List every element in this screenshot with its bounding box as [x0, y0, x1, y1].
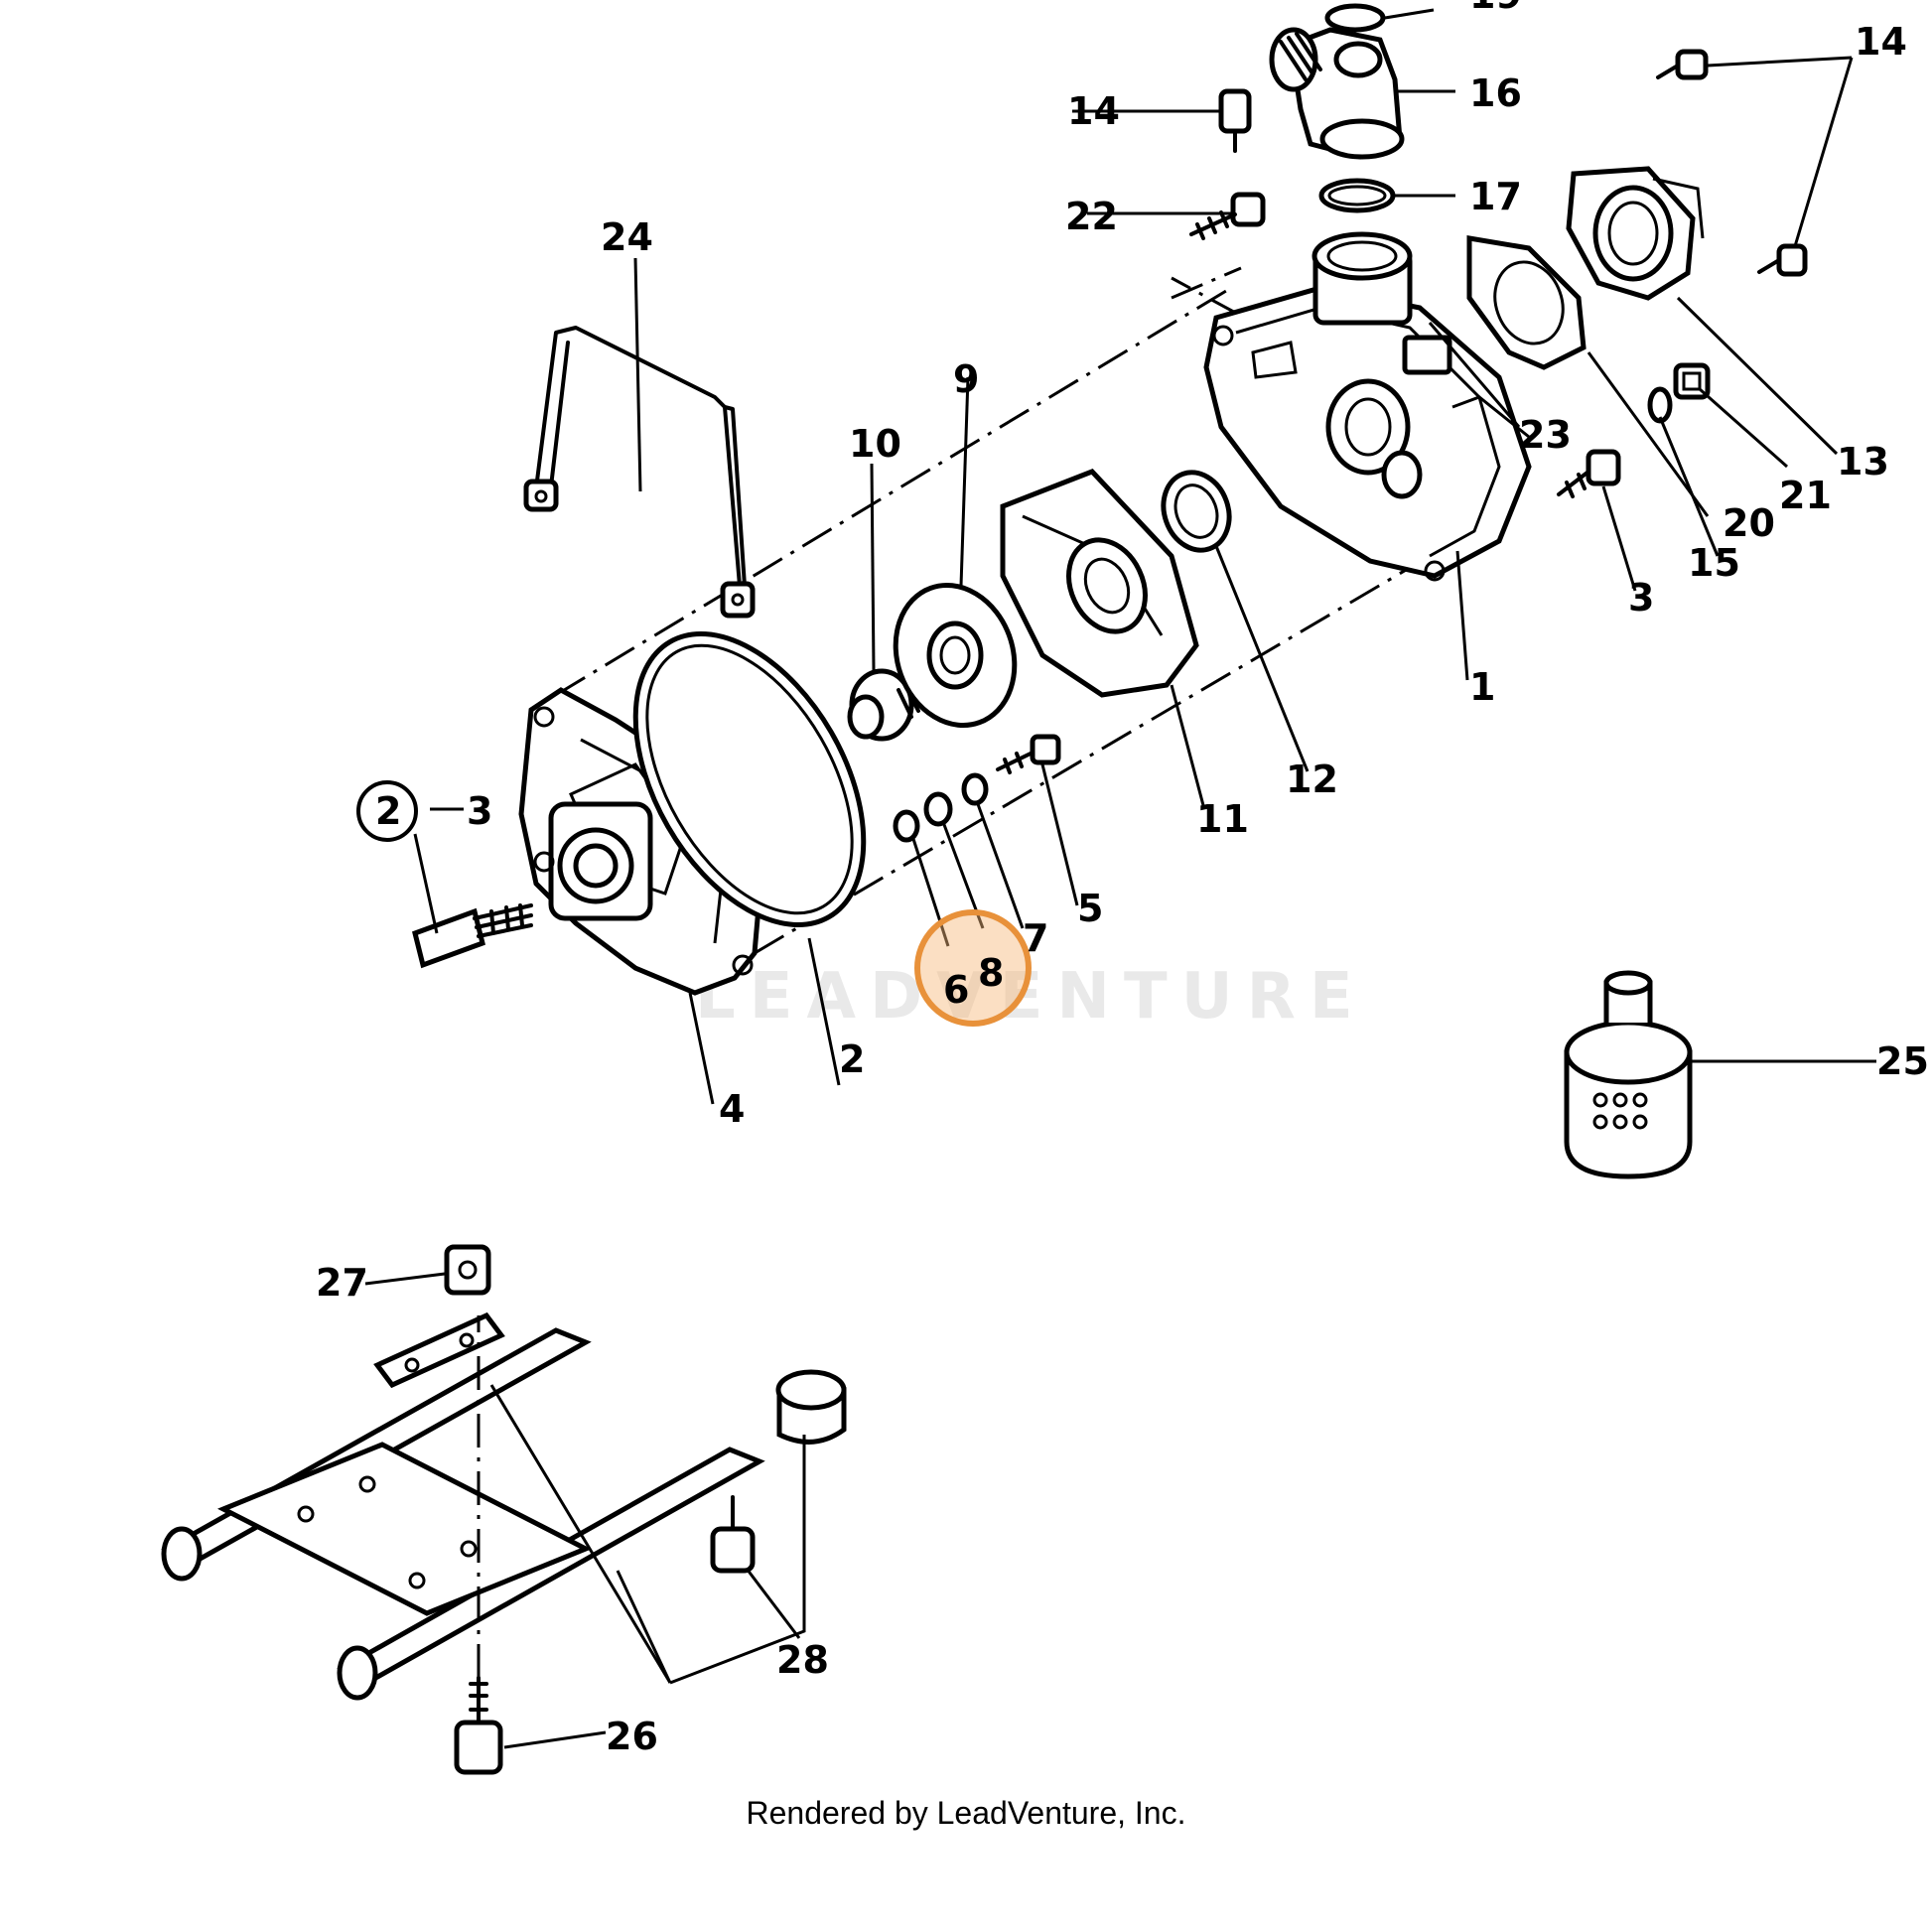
part-28-spacer[interactable] [775, 1369, 847, 1445]
part-10-plug[interactable] [847, 668, 927, 742]
callout-28: 28 [776, 1638, 829, 1682]
callout-26: 26 [606, 1715, 658, 1758]
footer-credit: Rendered by LeadVenture, Inc. [746, 1795, 1186, 1831]
part-19-o-ring[interactable] [1324, 3, 1386, 33]
callout-7: 7 [1023, 916, 1048, 960]
part-11-impeller[interactable] [1000, 469, 1199, 698]
part-22-bolt[interactable] [1189, 192, 1266, 240]
callout-22: 22 [1065, 195, 1118, 238]
part-3-bolt-right[interactable] [1557, 449, 1621, 498]
part-8-lock-washer[interactable] [923, 791, 953, 827]
part-25-strainer[interactable] [1564, 970, 1693, 1179]
part-23-gasket[interactable] [1466, 235, 1587, 370]
callout-labels: 1 2 3 2 3 4 5 6 8 7 9 10 11 12 13 14 14 … [316, 0, 1929, 1758]
part-1-pump-housing[interactable] [1203, 231, 1532, 582]
part-frame-bracket[interactable] [373, 1311, 505, 1389]
callout-2-circle [356, 780, 418, 842]
callout-4: 4 [719, 1087, 745, 1131]
callout-19: 19 [1469, 0, 1522, 17]
part-26-bolt[interactable] [454, 1315, 503, 1775]
leader-lines [364, 8, 1876, 1749]
callout-16: 16 [1469, 71, 1522, 115]
highlight-circle[interactable] [914, 909, 1032, 1027]
callout-10: 10 [849, 422, 901, 466]
part-7-nut[interactable] [961, 772, 989, 806]
callout-6: 6 [943, 968, 969, 1012]
part-14-bolts-right[interactable] [1656, 49, 1808, 277]
callout-5: 5 [1077, 887, 1103, 930]
callout-2-circled: 2 [375, 789, 401, 833]
callout-2: 2 [839, 1037, 865, 1081]
callout-25: 25 [1876, 1039, 1929, 1083]
part-13-flange[interactable] [1566, 166, 1705, 301]
callout-15: 15 [1688, 541, 1740, 585]
part-5-bolt[interactable] [996, 734, 1061, 774]
part-4-end-cover[interactable] [518, 687, 767, 996]
callout-9: 9 [953, 357, 979, 401]
part-16-elbow[interactable] [1269, 27, 1405, 160]
callout-8: 8 [978, 951, 1004, 995]
part-28-bolt[interactable] [710, 1495, 756, 1574]
part-6-washer[interactable] [893, 809, 920, 843]
callout-27: 27 [316, 1261, 368, 1305]
part-2-o-ring[interactable] [589, 595, 911, 964]
part-27-nut[interactable] [444, 1244, 491, 1296]
part-24-brace-rod[interactable] [523, 326, 756, 619]
callout-3-right: 3 [1628, 576, 1654, 620]
part-12-seal[interactable] [1153, 463, 1240, 559]
part-3-stud-left[interactable] [412, 903, 533, 969]
callout-21: 21 [1779, 474, 1832, 517]
part-frame-assembly[interactable] [161, 1327, 765, 1701]
callout-11: 11 [1196, 797, 1249, 841]
assembly-axis-lines [555, 266, 1431, 955]
callout-1: 1 [1469, 665, 1495, 709]
callout-14-left: 14 [1067, 89, 1120, 133]
callout-3-left: 3 [467, 789, 492, 833]
callout-14-right: 14 [1855, 20, 1907, 64]
part-9-wear-plate[interactable] [877, 569, 1034, 743]
callout-12: 12 [1286, 758, 1338, 801]
callout-24: 24 [601, 215, 653, 259]
callout-20: 20 [1723, 501, 1775, 545]
callout-23: 23 [1519, 413, 1572, 457]
part-14-bolt-left[interactable] [1218, 88, 1252, 153]
callout-13: 13 [1837, 440, 1889, 483]
part-20-washer[interactable] [1647, 386, 1673, 424]
callout-17: 17 [1469, 175, 1522, 218]
